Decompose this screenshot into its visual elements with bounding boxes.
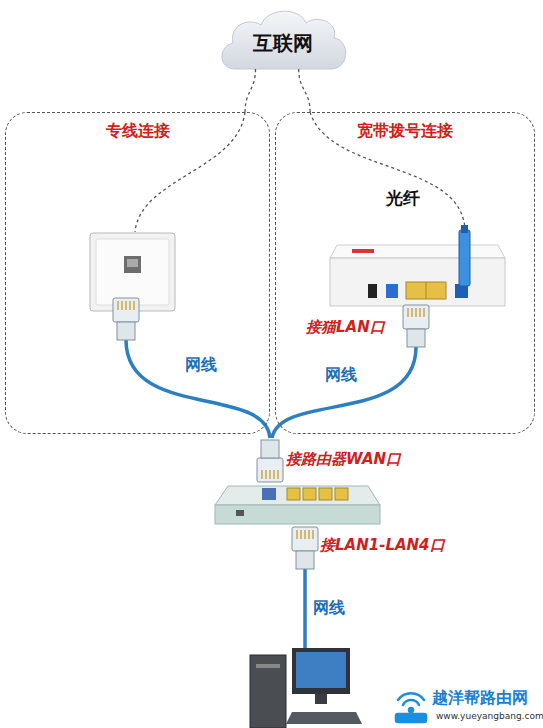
port-divider [426,282,427,299]
plug-head [113,298,139,322]
plug-boot [117,322,135,340]
watermark-url: www.yueyangbang.com [436,711,543,722]
dashed-link [245,69,255,112]
router-icon [396,714,426,722]
modem-front [330,258,505,306]
lan-port [319,488,332,500]
plug-head [257,458,283,482]
router [215,486,380,524]
plate-face [96,239,169,305]
plug-contacts [118,301,134,310]
optical-modem [330,245,505,306]
modem-top [330,245,505,258]
rj45-plug [403,305,429,347]
rj45-plug [113,298,139,340]
monitor [292,648,350,694]
port-note: 接猫LAN口 [306,318,385,336]
wan-port [262,488,276,500]
port-note: 接路由器WAN口 [286,450,401,468]
drive-bay [256,664,280,668]
plug-contacts [408,308,424,317]
fiber-tip [461,225,468,233]
keyboard [286,712,362,724]
port-note: 接LAN1-LAN4口 [320,536,445,554]
router-top [215,486,380,505]
socket [124,256,141,273]
group-heading: 宽带拨号连接 [276,121,534,142]
rj45-plug [257,440,283,482]
plug-boot [407,329,425,347]
cloud-outline [222,11,346,69]
rj45-plug [292,527,318,569]
watermark: 越洋帮路由网 [432,688,528,707]
socket-inner [127,259,138,267]
pc-tower [250,655,286,728]
lan-port [303,488,316,500]
power-port [368,284,377,298]
fiber-body [459,230,470,286]
plug-contacts [297,530,313,539]
wifi-dot [409,708,413,712]
plug-contacts [262,470,278,479]
cloud-node: 互联网 [215,5,350,70]
group-heading: 专线连接 [6,121,269,142]
monitor-stand [315,694,327,704]
ethernet-cable [272,347,416,438]
lan-port [335,488,348,500]
phone-port [386,284,398,298]
lan-ports [406,282,446,299]
computer [250,648,362,728]
watermark-icon [396,693,426,722]
part-label: 光纤 [386,188,420,208]
plug-boot [261,440,279,458]
ethernet-cable [303,569,307,648]
cable-label: 网线 [313,598,345,617]
cable-label: 网线 [185,355,217,374]
wifi-arc [403,700,419,705]
plug-boot [296,551,314,569]
screen [296,652,346,688]
cloud-label: 互联网 [253,18,313,57]
router-led [236,510,244,516]
modem-logo [352,249,374,253]
group-band: 专线连接 [5,112,270,434]
cable-label: 网线 [325,365,357,384]
plug-head [403,305,429,329]
plug-head [292,527,318,551]
group-band: 宽带拨号连接 [275,112,535,434]
router-front [215,505,380,524]
dashed-link [299,69,310,112]
fiber-connector [459,225,470,286]
ethernet-cable [126,340,270,438]
lan-port [287,488,300,500]
